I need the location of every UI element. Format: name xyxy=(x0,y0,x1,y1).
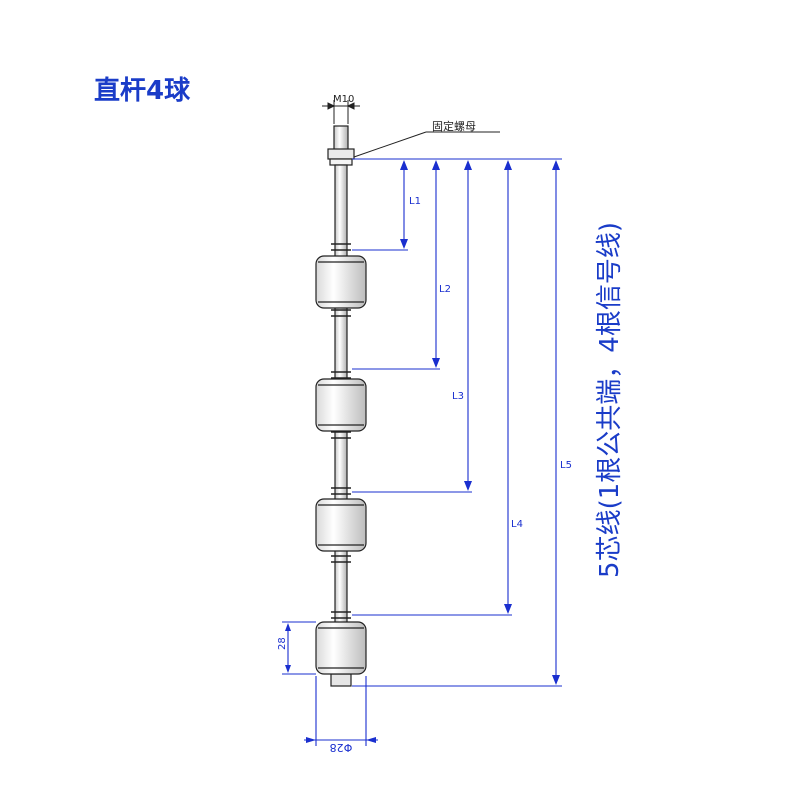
label-l2: L2 xyxy=(439,284,451,295)
label-float-height: 28 xyxy=(277,637,288,650)
nut-leader xyxy=(353,131,500,158)
thread-label: M10 xyxy=(333,94,354,105)
float-1 xyxy=(315,255,367,309)
fixing-nut xyxy=(327,148,355,160)
float-2 xyxy=(315,378,367,432)
label-l5: L5 xyxy=(560,460,572,471)
thread-dimension xyxy=(322,100,360,124)
label-l4: L4 xyxy=(511,519,523,530)
float-4 xyxy=(315,621,367,675)
dimension-lines xyxy=(282,158,562,746)
stop-rings xyxy=(331,243,351,619)
bottom-cap xyxy=(330,673,352,687)
label-float-diameter: Φ28 xyxy=(330,741,353,754)
rod-assembly xyxy=(315,125,367,687)
label-l1: L1 xyxy=(409,196,421,207)
float-3 xyxy=(315,498,367,552)
label-l3: L3 xyxy=(452,391,464,402)
dimension-arrows xyxy=(285,160,560,743)
cable-note: 5芯线(1根公共端，4根信号线) xyxy=(595,222,625,578)
nut-label: 固定螺母 xyxy=(432,119,476,133)
thread-stud xyxy=(333,125,349,151)
title: 直杆4球 xyxy=(94,76,191,106)
